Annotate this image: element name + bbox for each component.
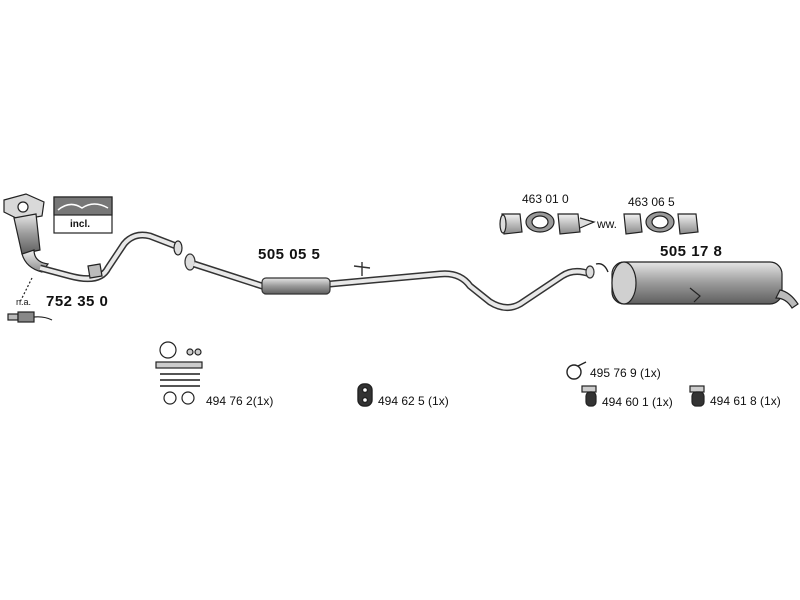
- middle-silencer-pipe[interactable]: [184, 253, 595, 311]
- rear-silencer-can: [611, 261, 783, 305]
- part-number-rubber-mount-b[interactable]: 494 60 1 (1x): [602, 395, 673, 409]
- part-number-clip[interactable]: 495 76 9 (1x): [590, 366, 661, 380]
- middle-silencer-can: [261, 277, 331, 295]
- ww-note: ww.: [597, 217, 618, 231]
- clip-part[interactable]: [566, 361, 587, 380]
- part-number-mount-kit[interactable]: 494 76 2(1x): [206, 394, 274, 408]
- gasket-kit-box: [53, 196, 113, 234]
- rubber-mount-a[interactable]: [357, 383, 373, 407]
- part-number-rubber-mount-a[interactable]: 494 62 5 (1x): [378, 394, 449, 408]
- rear-silencer[interactable]: [595, 261, 799, 309]
- lambda-sensor: [7, 277, 53, 323]
- part-number-clamp-b[interactable]: 463 06 5: [628, 195, 675, 209]
- na-note: n.a.: [16, 297, 32, 307]
- part-number-clamp-a[interactable]: 463 01 0: [522, 192, 569, 206]
- tail-pipe: [775, 289, 799, 309]
- part-number-rubber-mount-c[interactable]: 494 61 8 (1x): [710, 394, 781, 408]
- rubber-mount-b[interactable]: [581, 385, 597, 407]
- part-number-rear-silencer[interactable]: 505 17 8: [660, 243, 723, 260]
- clamp-set[interactable]: [499, 211, 699, 235]
- pipe-hanger: [353, 262, 371, 276]
- catalytic-converter-assembly[interactable]: [3, 193, 183, 283]
- mounting-kit[interactable]: [155, 341, 203, 405]
- incl-note: incl.: [70, 219, 91, 230]
- converter-body: [13, 213, 41, 255]
- part-number-middle-silencer[interactable]: 505 05 5: [258, 246, 321, 263]
- pipe-bracket: [87, 263, 103, 279]
- part-number-cat-pipe[interactable]: 752 35 0: [46, 293, 109, 310]
- rubber-mount-c[interactable]: [689, 385, 705, 407]
